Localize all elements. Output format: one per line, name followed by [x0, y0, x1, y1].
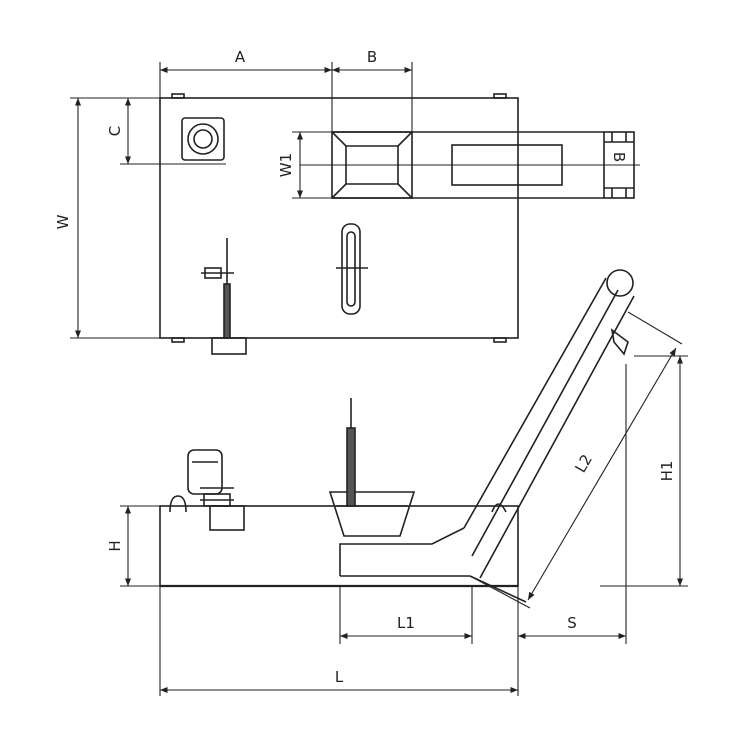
top-view-tab: [493, 337, 507, 343]
label-W: W: [54, 214, 72, 229]
inclined-conveyor: [463, 269, 635, 603]
label-L: L: [335, 668, 344, 686]
dim-L2-line: [527, 347, 677, 601]
outlet-fitting: [181, 117, 225, 161]
label-A: A: [235, 48, 246, 66]
label-L1: L1: [397, 614, 415, 632]
top-view-tab: [171, 93, 185, 99]
top-view-tank-outline: [159, 97, 519, 339]
top-view: [159, 93, 635, 355]
top-view-tab: [171, 337, 185, 343]
top-view-tab: [493, 93, 507, 99]
chute-channel: [339, 527, 470, 577]
dimension-labels: A B W C W1 B H H1 L2 L1 S L: [54, 48, 676, 686]
label-L2: L2: [571, 451, 596, 476]
label-S: S: [567, 614, 577, 632]
side-view: [159, 269, 635, 603]
dimension-lines: [70, 62, 688, 696]
label-B-side: B: [610, 152, 628, 162]
drain-assembly: [201, 238, 247, 355]
pump-motor: [169, 449, 245, 531]
label-W1: W1: [277, 153, 295, 177]
label-C: C: [106, 126, 124, 136]
side-hopper: [328, 398, 416, 537]
sight-gauge: [336, 223, 368, 315]
label-H1: H1: [658, 461, 676, 482]
label-B-top: B: [367, 48, 377, 66]
label-H: H: [106, 540, 124, 551]
